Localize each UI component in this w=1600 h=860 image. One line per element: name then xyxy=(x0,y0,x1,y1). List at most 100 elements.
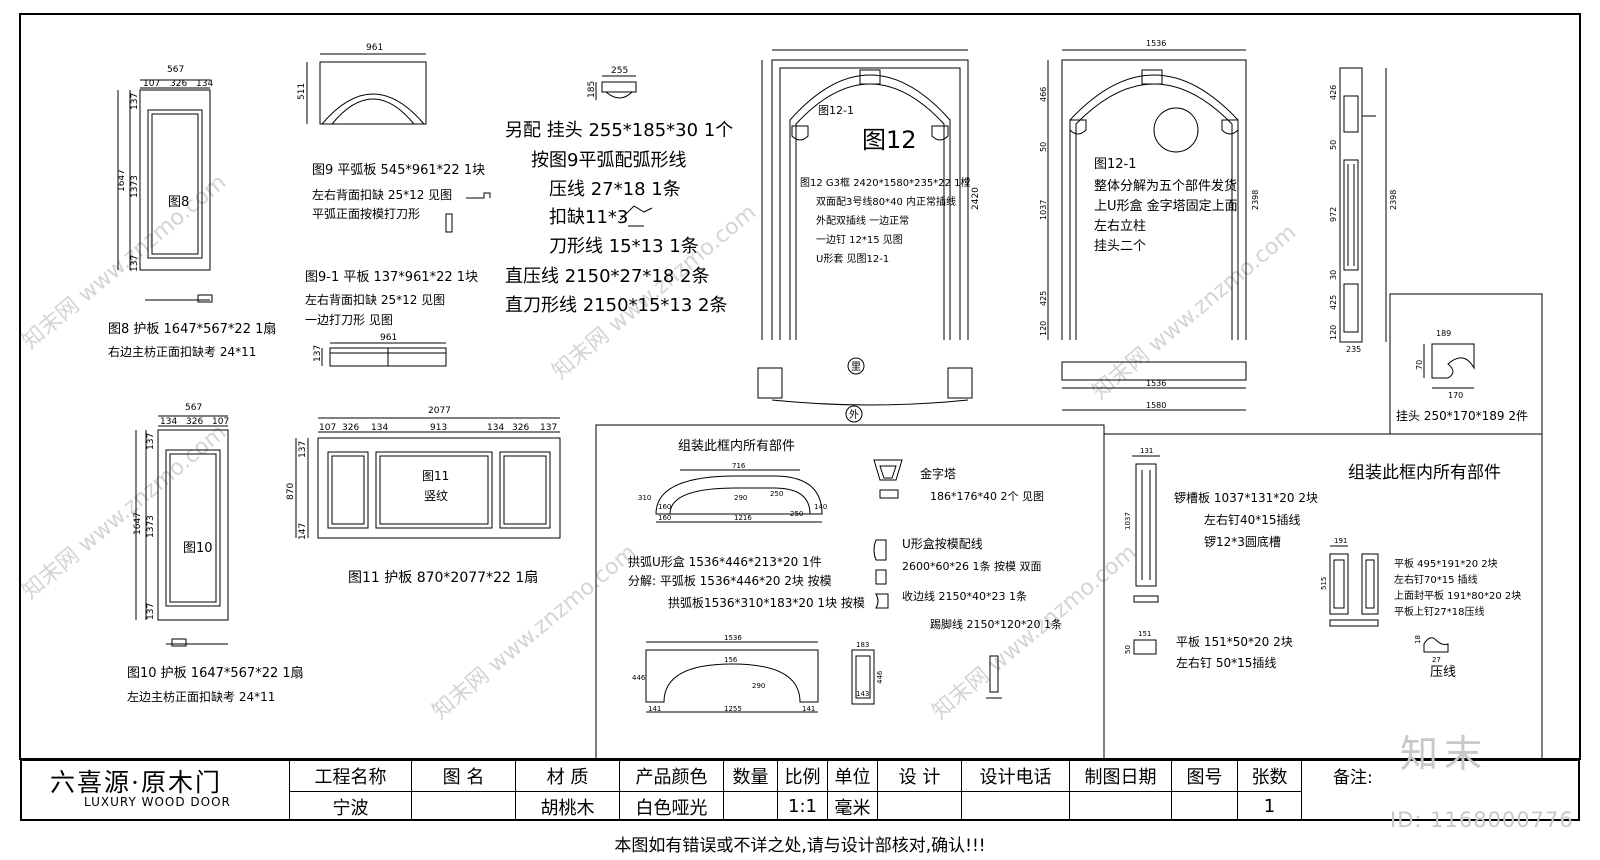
hanging-head-drawing xyxy=(595,75,637,100)
molding-line2: 2600*60*26 1条 按模 双面 xyxy=(902,559,1041,573)
fig9-arch-panel xyxy=(306,53,427,125)
inner-label: 里 xyxy=(851,361,861,373)
plate-note: 上面封平板 191*80*20 2块 xyxy=(1394,589,1521,602)
fig91-caption: 图9-1 平板 137*961*22 1块 xyxy=(305,270,478,285)
remarks-label: 备注: xyxy=(1333,768,1373,788)
fig11-caption: 图11 护板 870*2077*22 1扇 xyxy=(348,570,538,586)
dim-label: 143 xyxy=(856,690,869,698)
value-drawing-no xyxy=(1172,791,1238,821)
dim-label: 137 xyxy=(130,93,140,110)
fig91-dim-w: 961 xyxy=(380,333,397,343)
fig91-line3: 一边打刀形 见图 xyxy=(305,313,393,327)
watermark-text: 知末网 www.znzmo.com xyxy=(428,540,641,725)
u-box-section xyxy=(851,649,875,705)
groove-board-drawing xyxy=(1132,455,1160,655)
dim-label: 716 xyxy=(732,462,746,470)
dim-label: 137 xyxy=(540,423,557,433)
plate-drawing xyxy=(1329,545,1379,627)
press-dims: 18 27 xyxy=(1414,635,1441,664)
dim-label: 2398 xyxy=(1389,190,1398,210)
fig10-caption: 图10 护板 1647*567*22 1扇 xyxy=(127,665,304,681)
dim-label: 147 xyxy=(298,523,308,540)
head-dim-w: 255 xyxy=(611,66,628,76)
fig10-panel xyxy=(135,415,229,647)
dim-label: 50 xyxy=(1039,142,1048,152)
fig8-caption: 图8 护板 1647*567*22 1扇 xyxy=(108,321,276,337)
value-draw-date xyxy=(1070,791,1172,821)
plate-note: 平板 495*191*20 2块 xyxy=(1394,557,1498,570)
dim-label: 107 xyxy=(212,417,229,427)
fig121-title: 图12-1 xyxy=(1094,157,1137,172)
fig12-spec-line: 双面配3号线80*40 内正常插线 xyxy=(816,195,956,208)
extra-line: 另配 挂头 255*185*30 1个 xyxy=(505,120,733,141)
dim-label: 134 xyxy=(487,423,504,433)
dim-label: 1580 xyxy=(1146,401,1166,410)
dim-label: 567 xyxy=(167,65,184,75)
extra-line: 压线 27*18 1条 xyxy=(549,179,681,200)
molding-line4: 踢脚线 2150*120*20 1条 xyxy=(930,617,1062,631)
header-designer: 设 计 xyxy=(878,761,962,791)
flat-arch-drawing xyxy=(645,641,819,713)
fig12-specs: 图12 G3框 2420*1580*235*22 1樘 双面配3号线80*40 … xyxy=(800,176,970,265)
pyramid-line2: 186*176*40 2个 见图 xyxy=(930,490,1044,503)
fig9-line3: 平弧正面按模打刀形 xyxy=(312,207,420,221)
header-scale: 比例 xyxy=(778,761,828,791)
fig11-name: 图11 xyxy=(422,469,449,483)
dim-label: 131 xyxy=(1140,447,1153,455)
watermark-id: ID: 1168000776 xyxy=(1390,808,1574,832)
dim-label: 137 xyxy=(130,255,140,272)
plate-note: 平板上钉27*18压线 xyxy=(1394,605,1484,618)
fig12-dim-h: 2420 xyxy=(971,187,981,210)
dim-label: 426 xyxy=(1329,85,1338,100)
box1-title: 组装此框内所有部件 xyxy=(678,438,795,454)
logo-english: LUXURY WOOD DOOR xyxy=(84,795,231,809)
fig9-dim-h: 511 xyxy=(297,83,307,100)
dim-label: 250 xyxy=(770,490,783,498)
plate-notes: 平板 495*191*20 2块 左右钉70*15 插线 上面封平板 191*8… xyxy=(1394,557,1521,618)
dim-label: 134 xyxy=(196,79,213,89)
value-unit: 毫米 xyxy=(828,791,878,821)
molding-line3: 收边线 2150*40*23 1条 xyxy=(902,589,1027,603)
watermark-text: 知末网 www.znzmo.com xyxy=(18,420,231,605)
header-drawing-name: 图 名 xyxy=(412,761,516,791)
dim-label: 446 xyxy=(876,670,884,684)
fig12-door-frame xyxy=(757,49,973,423)
watermark-brand: 知末 xyxy=(1400,732,1489,776)
dim-label: 120 xyxy=(1039,321,1048,336)
fig121-frame xyxy=(1047,49,1247,411)
dim-label: 466 xyxy=(1039,87,1048,102)
dim-label: 191 xyxy=(1334,537,1347,545)
dim-label: 141 xyxy=(802,705,815,713)
fig12-spec-line: U形套 见图12-1 xyxy=(816,252,889,265)
fig121-dims: 1536 2398 466 50 1037 425 120 1536 1580 xyxy=(1039,39,1260,410)
dim-label: 1373 xyxy=(130,175,140,198)
outer-label: 外 xyxy=(849,409,859,421)
dim-label: 326 xyxy=(512,423,529,433)
dim-label: 160 xyxy=(658,503,671,511)
fig11-panel xyxy=(295,417,561,539)
dim-label: 2077 xyxy=(428,406,451,416)
fig11-sub: 竖纹 xyxy=(424,489,448,503)
notch-profile-icon xyxy=(619,205,653,227)
value-sheet-count: 1 xyxy=(1238,791,1302,821)
dim-label: 326 xyxy=(342,423,359,433)
fig10-name: 图10 xyxy=(183,541,213,556)
value-designer xyxy=(878,791,962,821)
header-unit: 单位 xyxy=(828,761,878,791)
dim-label: 18 xyxy=(1414,635,1422,644)
dim-label: 425 xyxy=(1329,295,1338,310)
dim-label: 290 xyxy=(734,494,747,502)
fig121-notes: 整体分解为五个部件发货 上U形盒 金字塔固定上面 左右立柱 挂头二个 xyxy=(1094,178,1238,254)
header-sheet-count: 张数 xyxy=(1238,761,1302,791)
dim-label: 137 xyxy=(146,603,156,620)
molding-profiles xyxy=(873,539,889,609)
dim-label: 107 xyxy=(319,423,336,433)
header-quantity: 数量 xyxy=(724,761,778,791)
arch-dims: 716 310 290 250 160 1216 160 140 250 xyxy=(638,462,827,522)
arch-u-box-drawing xyxy=(655,469,823,523)
header-material: 材 质 xyxy=(516,761,620,791)
flat-caption: 平板 151*50*20 2块 xyxy=(1176,635,1293,649)
dim-label: 567 xyxy=(185,403,202,413)
extra-line: 按图9平弧配弧形线 xyxy=(531,150,686,171)
dim-label: 515 xyxy=(1320,577,1328,590)
